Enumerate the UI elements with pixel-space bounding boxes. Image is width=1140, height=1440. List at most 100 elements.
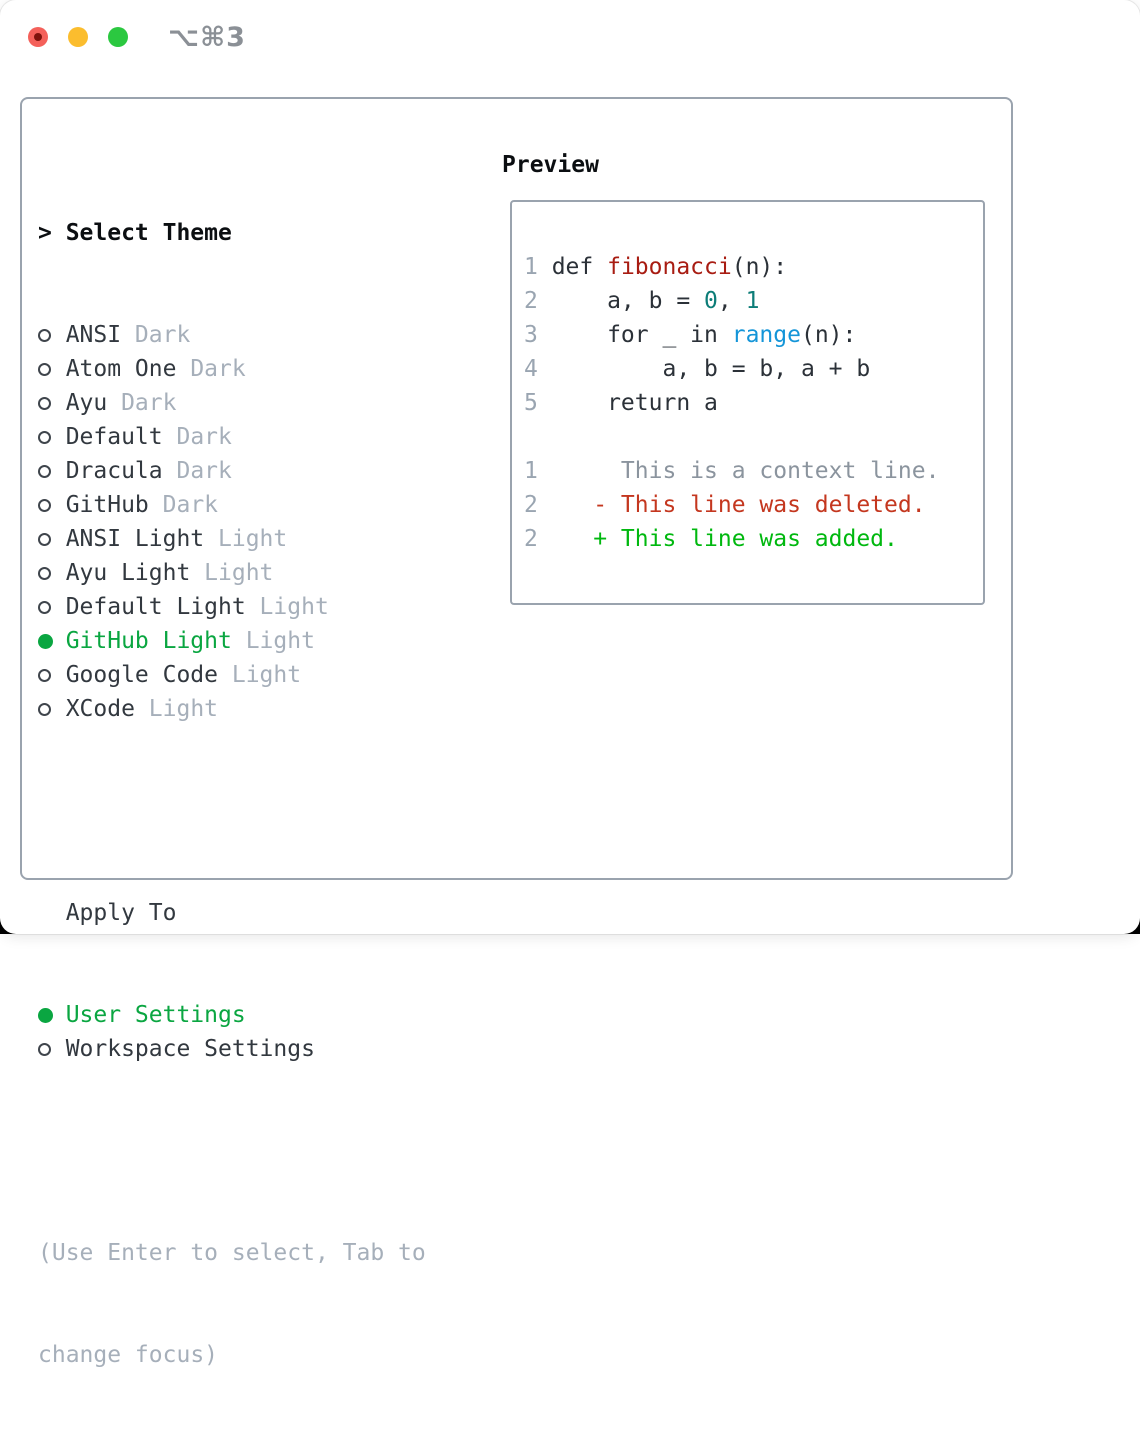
code-line: 1 def fibonacci(n): xyxy=(524,250,983,284)
radio-unselected-icon xyxy=(38,499,51,512)
item-label: GitHub Light xyxy=(66,624,232,658)
radio-unselected-icon xyxy=(38,601,51,614)
code-token-code: return a xyxy=(538,390,718,416)
window-shortcut-label: ⌥⌘3 xyxy=(168,22,246,53)
radio-unselected-icon xyxy=(38,533,51,546)
item-label: ANSI xyxy=(66,318,121,352)
item-label: Default Light xyxy=(66,590,246,624)
titlebar: ⌥⌘3 xyxy=(0,0,1140,75)
code-token-num: 1 xyxy=(746,288,760,314)
item-variant-tag: Light xyxy=(246,590,329,624)
item-variant-tag: Dark xyxy=(121,318,190,352)
theme-option-ansi[interactable]: ANSI Dark xyxy=(38,318,426,352)
radio-selected-icon xyxy=(38,1008,53,1023)
select-theme-heading: > Select Theme xyxy=(38,216,426,250)
theme-option-github[interactable]: GitHub Dark xyxy=(38,488,426,522)
theme-option-dracula[interactable]: Dracula Dark xyxy=(38,454,426,488)
item-variant-tag: Light xyxy=(204,522,287,556)
code-token-code: a, b = xyxy=(538,288,704,314)
item-variant-tag: Dark xyxy=(163,454,232,488)
code-line: 2 - This line was deleted. xyxy=(524,488,983,522)
line-number: 3 xyxy=(524,318,538,352)
item-label: ANSI Light xyxy=(66,522,204,556)
code-token-num: 0 xyxy=(704,288,718,314)
item-label: GitHub xyxy=(66,488,149,522)
radio-unselected-icon xyxy=(38,1043,51,1056)
radio-selected-icon xyxy=(38,634,53,649)
item-label: Google Code xyxy=(66,658,218,692)
radio-unselected-icon xyxy=(38,329,51,342)
line-number: 1 xyxy=(524,454,538,488)
line-number: 4 xyxy=(524,352,538,386)
radio-unselected-icon xyxy=(38,363,51,376)
code-line: 4 a, b = b, a + b xyxy=(524,352,983,386)
radio-unselected-icon xyxy=(38,397,51,410)
item-variant-tag: Light xyxy=(190,556,273,590)
item-variant-tag: Dark xyxy=(176,352,245,386)
apply-option-workspace-settings[interactable]: Workspace Settings xyxy=(38,1032,426,1066)
line-number: 2 xyxy=(524,488,538,522)
item-variant-tag: Light xyxy=(218,658,301,692)
minimize-button[interactable] xyxy=(68,27,88,47)
item-label: Ayu xyxy=(66,386,108,420)
theme-option-ayu-light[interactable]: Ayu Light Light xyxy=(38,556,426,590)
close-button[interactable] xyxy=(28,27,48,47)
prompt-icon: > xyxy=(38,216,52,250)
item-variant-tag: Dark xyxy=(107,386,176,420)
item-variant-tag: Light xyxy=(232,624,315,658)
help-text-line-2: change focus) xyxy=(38,1338,426,1372)
code-token-code: a, b = b, a + b xyxy=(538,356,870,382)
theme-option-atom-one[interactable]: Atom One Dark xyxy=(38,352,426,386)
theme-option-github-light[interactable]: GitHub Light Light xyxy=(38,624,426,658)
item-variant-tag: Dark xyxy=(163,420,232,454)
code-line xyxy=(524,420,983,454)
item-label: Default xyxy=(66,420,163,454)
item-variant-tag: Light xyxy=(135,692,218,726)
code-token-builtin: range xyxy=(732,322,801,348)
theme-option-xcode[interactable]: XCode Light xyxy=(38,692,426,726)
code-token-ctx: This is a context line. xyxy=(538,458,940,484)
code-token-code: , xyxy=(718,288,746,314)
theme-option-default[interactable]: Default Dark xyxy=(38,420,426,454)
zoom-button[interactable] xyxy=(108,27,128,47)
radio-unselected-icon xyxy=(38,465,51,478)
code-line: 5 return a xyxy=(524,386,983,420)
theme-option-default-light[interactable]: Default Light Light xyxy=(38,590,426,624)
spacer xyxy=(38,794,426,828)
item-label: Atom One xyxy=(66,352,177,386)
code-line: 3 for _ in range(n): xyxy=(524,318,983,352)
code-token-del: - This line was deleted. xyxy=(538,492,926,518)
apply-to-title: Apply To xyxy=(66,896,177,930)
select-theme-title: Select Theme xyxy=(66,216,232,250)
apply-to-heading: Apply To xyxy=(38,896,426,930)
code-token-code: (n): xyxy=(732,254,787,280)
theme-option-ansi-light[interactable]: ANSI Light Light xyxy=(38,522,426,556)
preview-title: Preview xyxy=(502,148,599,182)
item-label: XCode xyxy=(66,692,135,726)
code-line: 2 + This line was added. xyxy=(524,522,983,556)
code-token-code: (n): xyxy=(801,322,856,348)
apply-option-user-settings[interactable]: User Settings xyxy=(38,998,426,1032)
item-label: Dracula xyxy=(66,454,163,488)
code-line: 2 a, b = 0, 1 xyxy=(524,284,983,318)
theme-option-google-code[interactable]: Google Code Light xyxy=(38,658,426,692)
item-label: Workspace Settings xyxy=(66,1032,315,1066)
code-token-code: def xyxy=(538,254,607,280)
code-token-code: for _ in xyxy=(538,322,732,348)
help-text-line-1: (Use Enter to select, Tab to xyxy=(38,1236,426,1270)
code-token-add: + This line was added. xyxy=(538,526,898,552)
code-token-func: fibonacci xyxy=(607,254,732,280)
radio-unselected-icon xyxy=(38,431,51,444)
spacer xyxy=(38,1134,426,1168)
traffic-lights xyxy=(28,27,128,47)
radio-unselected-icon xyxy=(38,669,51,682)
line-number: 1 xyxy=(524,250,538,284)
line-number: 2 xyxy=(524,522,538,556)
radio-unselected-icon xyxy=(38,567,51,580)
theme-option-ayu[interactable]: Ayu Dark xyxy=(38,386,426,420)
